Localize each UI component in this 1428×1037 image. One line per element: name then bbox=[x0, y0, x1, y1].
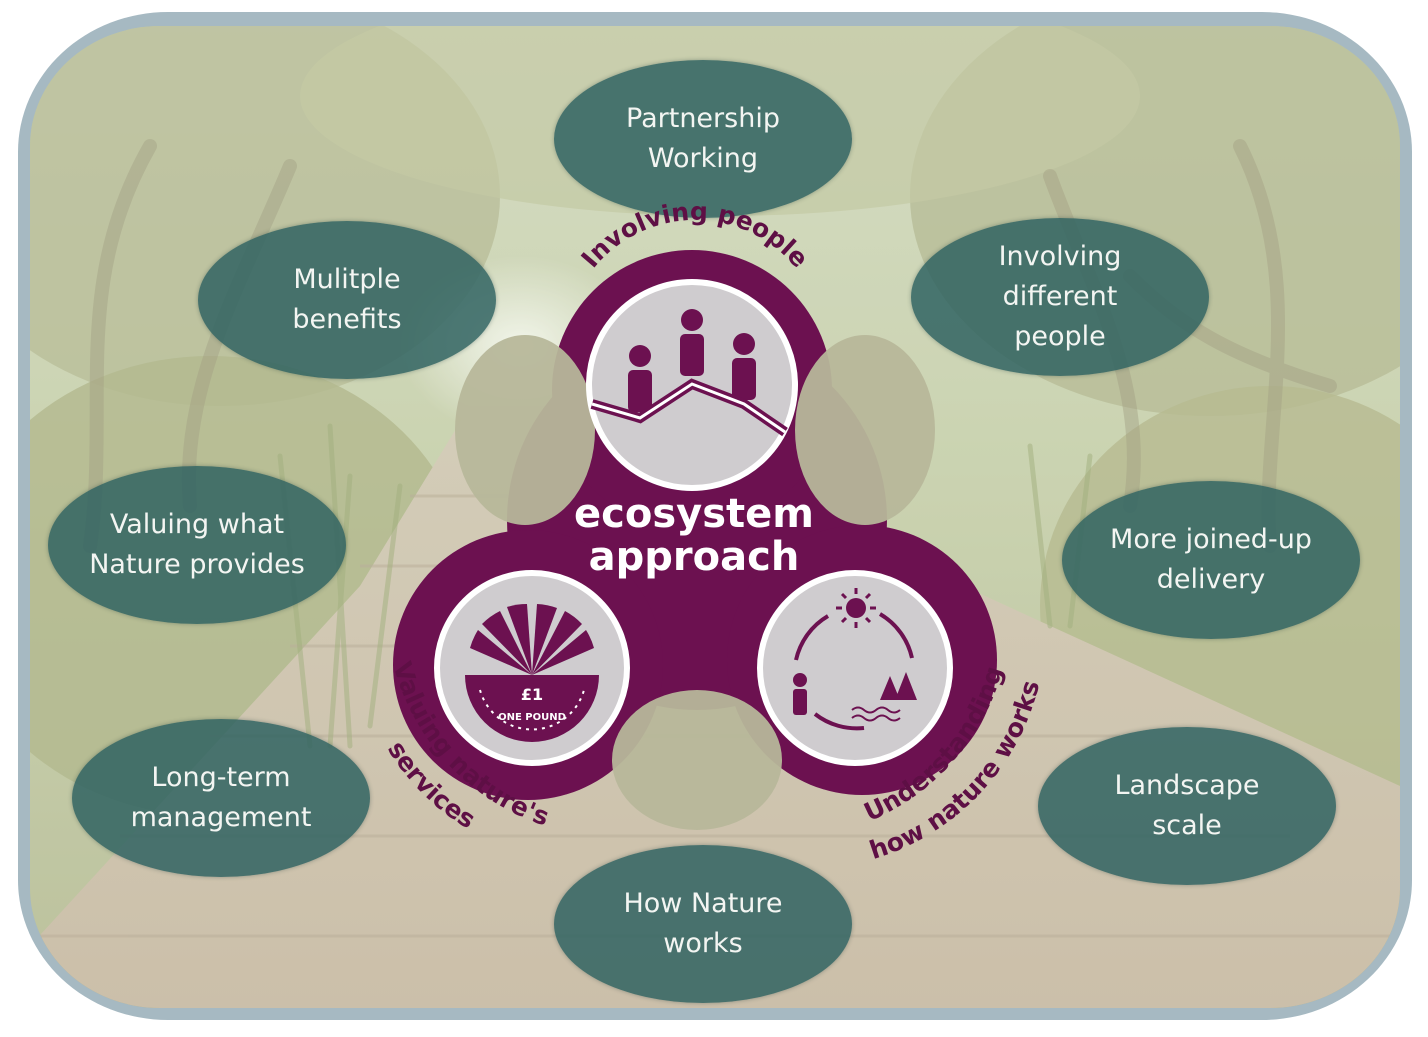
pound-coin-icon: £1 ONE POUND bbox=[434, 570, 630, 766]
people-icon bbox=[586, 279, 798, 491]
involving-different-people-ellipse: Involving different people bbox=[911, 218, 1209, 376]
nature-cycle-icon bbox=[757, 570, 953, 766]
how-nature-works-ellipse: How Nature works bbox=[554, 845, 852, 1003]
landscape-scale-label: Landscape scale bbox=[1114, 770, 1260, 841]
long-term-management-label: Long-term management bbox=[130, 762, 312, 833]
involving-different-people-label: Involving different people bbox=[998, 241, 1122, 352]
coin-symbol: £1 bbox=[521, 685, 543, 704]
long-term-management-ellipse: Long-term management bbox=[72, 719, 370, 877]
sun-icon bbox=[836, 588, 876, 628]
more-joined-up-delivery-label: More joined-up delivery bbox=[1110, 524, 1312, 595]
trees-icon bbox=[880, 672, 917, 700]
partnership-working-ellipse: Partnership Working bbox=[554, 60, 852, 218]
valuing-what-nature-provides-ellipse: Valuing what Nature provides bbox=[48, 466, 346, 624]
multiple-benefits-label: Mulitple benefits bbox=[292, 264, 402, 335]
landscape-scale-ellipse: Landscape scale bbox=[1038, 727, 1336, 885]
more-joined-up-delivery-ellipse: More joined-up delivery bbox=[1062, 481, 1360, 639]
coin-text: ONE POUND bbox=[498, 712, 566, 723]
center-title-line2: approach bbox=[589, 534, 800, 580]
partnership-working-label: Partnership Working bbox=[626, 103, 780, 174]
person-figure-icon bbox=[793, 673, 807, 687]
valuing-what-nature-provides-label: Valuing what Nature provides bbox=[89, 509, 305, 580]
how-nature-works-label: How Nature works bbox=[623, 888, 783, 959]
center-title-line1: ecosystem bbox=[574, 491, 814, 537]
water-icon bbox=[851, 706, 901, 722]
multiple-benefits-ellipse: Mulitple benefits bbox=[198, 221, 496, 379]
